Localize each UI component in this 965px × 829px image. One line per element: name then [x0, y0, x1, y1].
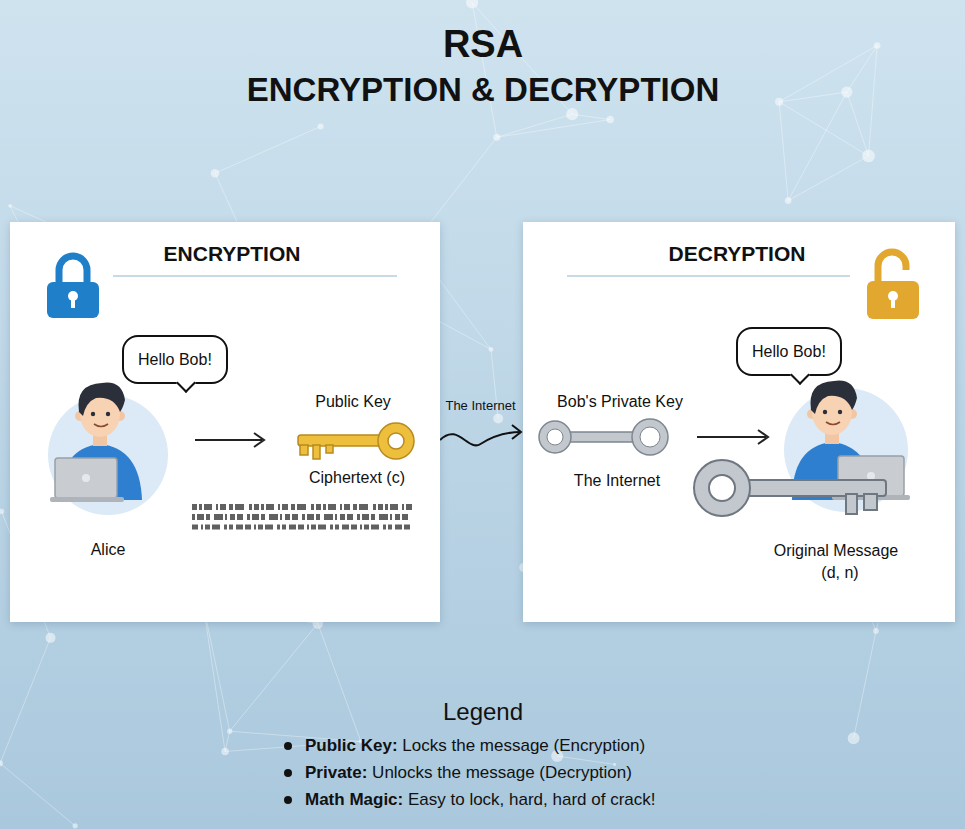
network-line [215, 126, 321, 173]
panel: ENCRYPTION Hello Bob! [10, 222, 440, 622]
network-dot [566, 108, 578, 120]
heading-rule [113, 275, 397, 277]
panel-heading: DECRYPTION [669, 241, 806, 266]
network-dot [318, 123, 324, 129]
encryption-illustration [10, 222, 440, 622]
bubble-tail [790, 365, 810, 385]
title: RSA [443, 22, 523, 68]
lock-open [867, 252, 919, 319]
bubble-text: Hello Bob! [138, 350, 212, 369]
laptop [50, 458, 124, 502]
network-line [779, 102, 788, 201]
legend-text: Math Magic: Easy to lock, hard, hard of … [305, 790, 656, 810]
ciphertext-glyphs [192, 507, 412, 527]
network-line [0, 638, 50, 763]
network-line [847, 92, 869, 156]
internet-connector [440, 432, 521, 445]
network-dot [785, 197, 792, 204]
decryption-illustration [523, 222, 955, 622]
network-dot [873, 628, 879, 634]
label: Alice [91, 540, 126, 559]
network-dot [0, 760, 3, 766]
label: Ciphertext (c) [309, 468, 405, 487]
private-key-icon [539, 419, 668, 455]
key-hole [709, 475, 735, 501]
avatar-circle [48, 395, 168, 515]
network-dot [46, 633, 56, 643]
label: Bob's Private Key [557, 392, 683, 411]
network-line [497, 114, 572, 137]
network-line [203, 605, 225, 752]
network-line [779, 45, 877, 101]
network-dot [848, 732, 860, 744]
legend-term: Public Key: [305, 736, 398, 755]
speech-bubble: Hello Bob! [736, 327, 842, 376]
network-dot [8, 204, 12, 208]
arrow-head [512, 425, 521, 439]
legend-text: Private: Unlocks the message (Decryption… [305, 763, 632, 783]
network-dot [606, 116, 614, 124]
network-dot [874, 42, 881, 49]
bubble-text: Hello Bob! [752, 342, 826, 361]
big-private-key [694, 460, 886, 516]
lock-closed [47, 256, 99, 318]
panel-heading: ENCRYPTION [164, 241, 301, 266]
legend-term: Math Magic: [305, 790, 403, 809]
legend-bullet [284, 796, 292, 804]
legend-text: Public Key: Locks the message (Encryptio… [305, 736, 645, 756]
legend-bullet [284, 742, 292, 750]
label: (d, n) [821, 563, 858, 582]
network-dot [493, 414, 503, 424]
public-key-icon [298, 423, 414, 459]
network-dot [775, 98, 783, 106]
network-line [230, 623, 318, 731]
label: The Internet [574, 471, 660, 490]
panel: DECRYPTION Hello Bob! [523, 222, 955, 622]
heading-rule [567, 275, 850, 277]
network-line [203, 605, 230, 732]
network-line [497, 120, 610, 138]
network-dot [489, 347, 494, 352]
label: Legend [443, 698, 523, 727]
network-dot [841, 86, 852, 97]
network-line [779, 92, 847, 102]
legend-term: Private: [305, 763, 367, 782]
arrow [195, 433, 264, 447]
label: Original Message [774, 541, 899, 560]
bubble-tail [176, 373, 196, 393]
network-line [788, 156, 868, 201]
key-hole [388, 433, 404, 449]
network-line [472, 2, 497, 137]
label: Public Key [315, 392, 391, 411]
network-dot [227, 729, 232, 734]
network-line [779, 102, 868, 156]
network-line [318, 623, 361, 741]
network-dot [466, 0, 478, 9]
network-line [847, 45, 877, 92]
network-line [0, 763, 75, 826]
network-dot [221, 748, 229, 756]
network-line [854, 631, 876, 738]
legend-bullet [284, 769, 292, 777]
network-dot [0, 509, 4, 514]
arrow [697, 430, 768, 444]
network-line [869, 45, 878, 155]
speech-bubble: Hello Bob! [122, 335, 228, 384]
edge-label: The Internet [445, 398, 515, 414]
network-dot [493, 134, 500, 141]
network-dot [73, 823, 78, 828]
network-dot [862, 150, 875, 163]
key-hole [547, 429, 563, 445]
subtitle: ENCRYPTION & DECRYPTION [247, 70, 719, 110]
network-dot [211, 169, 220, 178]
key-hole [640, 427, 660, 447]
